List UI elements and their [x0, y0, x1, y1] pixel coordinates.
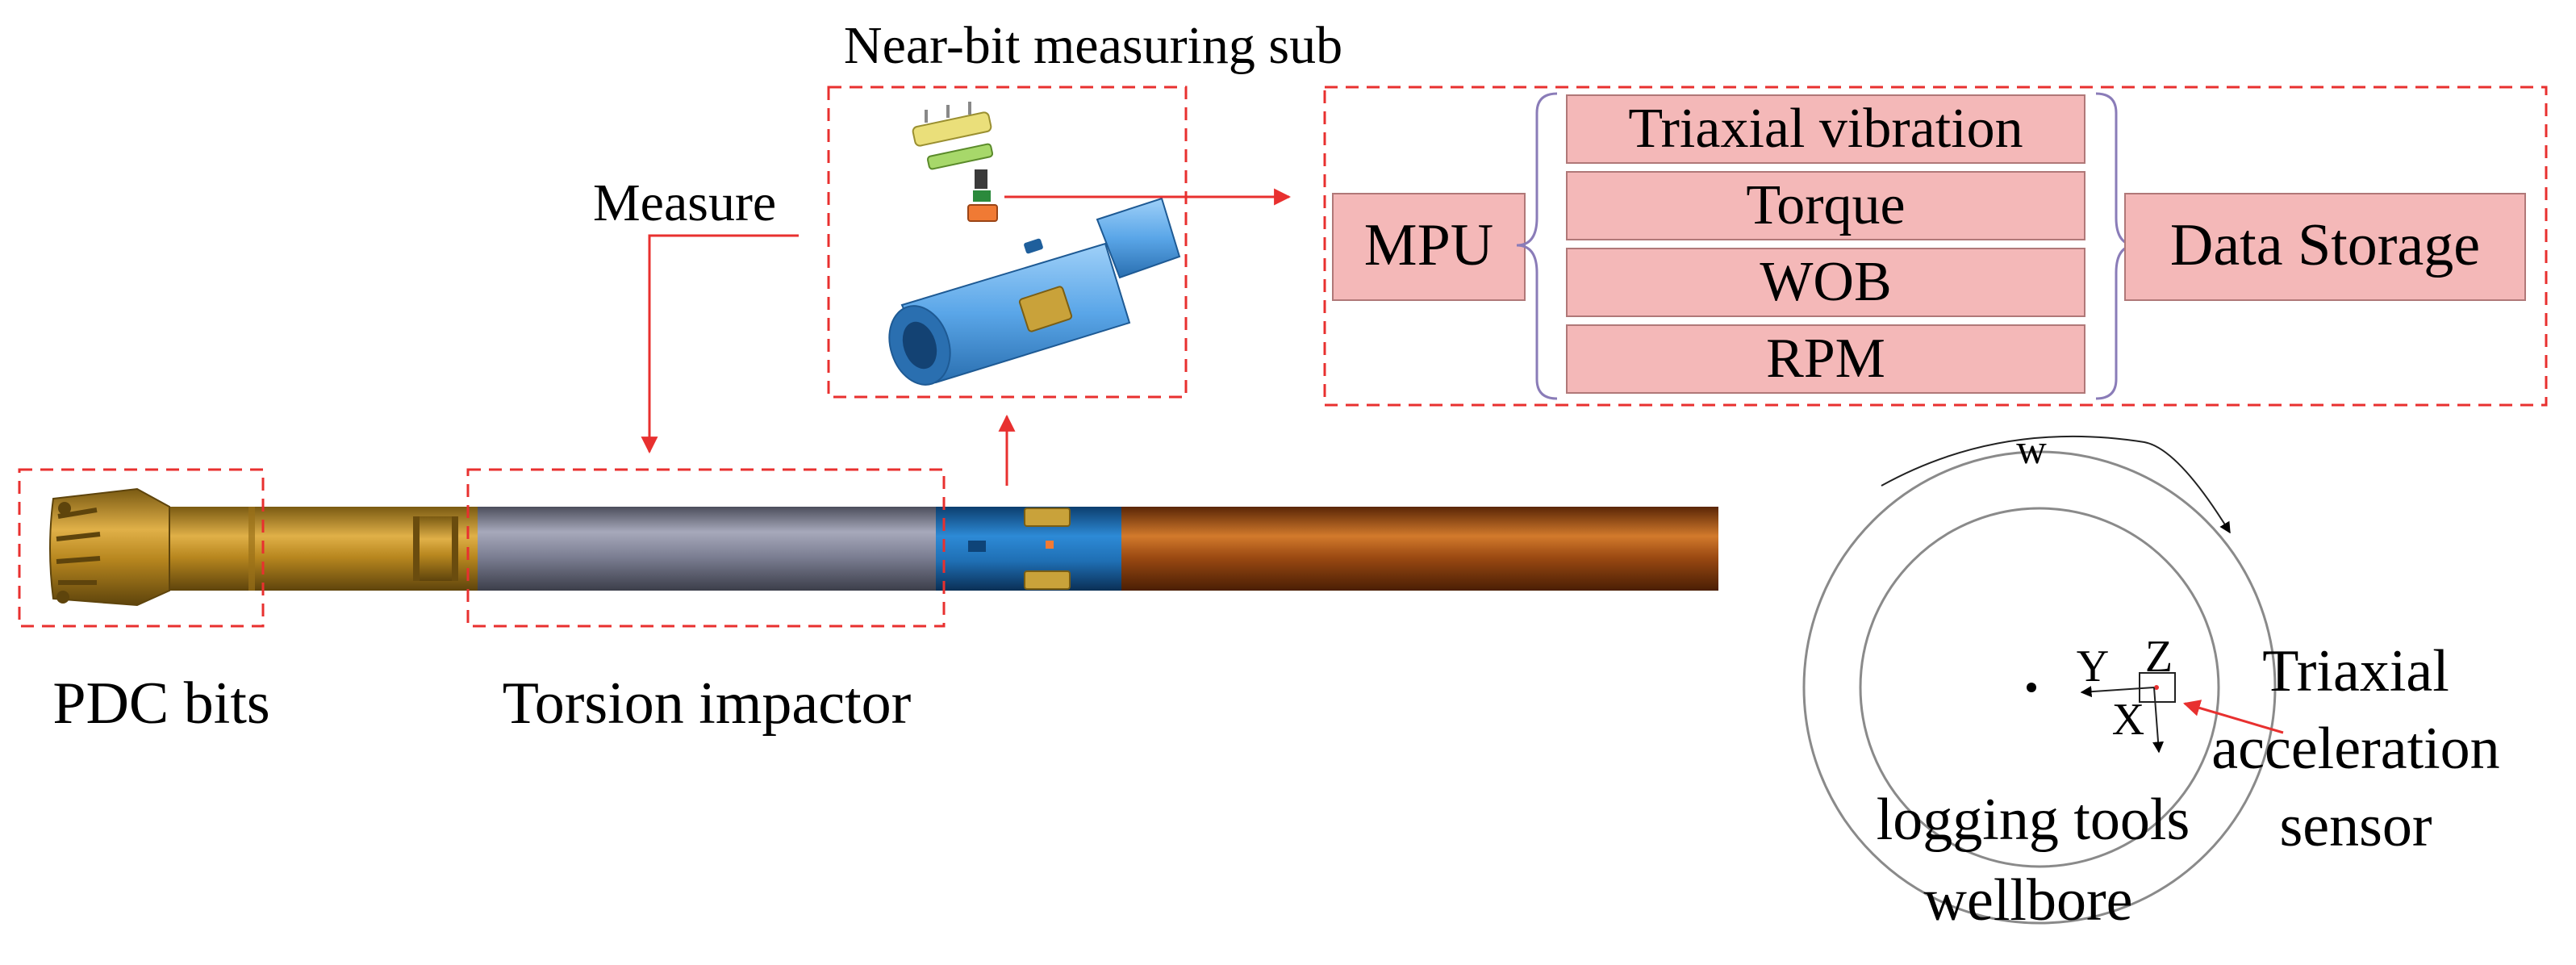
sensor-label-line3: sensor [2279, 793, 2432, 859]
axis-x-label: X [2112, 695, 2144, 745]
near-bit-title: Near-bit measuring sub [844, 16, 1342, 75]
measure-arrow [641, 234, 799, 454]
axis-y-label: Y [2077, 641, 2109, 691]
data-storage-box: Data Storage [2124, 193, 2526, 301]
rotation-arrow [1881, 435, 2231, 534]
measurement-label: RPM [1766, 328, 1885, 390]
wellbore-cross-section: w Y Z X [1802, 427, 2284, 925]
left-brace [1516, 92, 1558, 400]
logging-tool-circle [1859, 507, 2220, 868]
near-bit-sub-box [827, 86, 1188, 399]
torsion-impactor-label: Torsion impactor [503, 670, 912, 737]
center-point [2027, 683, 2036, 692]
torsion-impactor-box [466, 468, 946, 628]
sensor-label-line1: Triaxial [2262, 638, 2449, 704]
pdc-bit-head [49, 487, 170, 607]
drill-string [49, 487, 1718, 607]
measurement-label: Triaxial vibration [1628, 98, 2023, 160]
sensor-label-line2: acceleration [2211, 716, 2499, 782]
data-storage-label: Data Storage [2170, 212, 2480, 278]
pdc-bits-label: PDC bits [52, 670, 269, 737]
torsion-impactor-body [471, 507, 936, 591]
wellbore-circle [1802, 450, 2277, 925]
measurement-label: WOB [1760, 251, 1891, 313]
processing-box [1323, 86, 2548, 407]
sensor-pointer-arrow [2182, 700, 2284, 734]
measurement-box [1566, 248, 2085, 317]
measurement-box [1566, 171, 2085, 240]
mpu-label: MPU [1364, 212, 1493, 278]
logging-tools-label: logging tools [1877, 787, 2190, 853]
wellbore-label: wellbore [1924, 867, 2133, 934]
axis-z-label: Z [2145, 632, 2173, 682]
measuring-sub-illustration [888, 102, 1181, 386]
drill-collar [1113, 507, 1718, 591]
pdc-bits-box [18, 468, 265, 628]
measurement-label: Torque [1746, 174, 1905, 236]
measurement-stack: Triaxial vibration Torque WOB RPM [1566, 94, 2085, 394]
rotation-label: w [2016, 427, 2047, 473]
measurement-box [1566, 324, 2085, 394]
sensor-box [2139, 672, 2176, 703]
measure-label: Measure [593, 173, 776, 232]
measurement-box [1566, 94, 2085, 164]
mpu-box: MPU [1332, 193, 1526, 301]
